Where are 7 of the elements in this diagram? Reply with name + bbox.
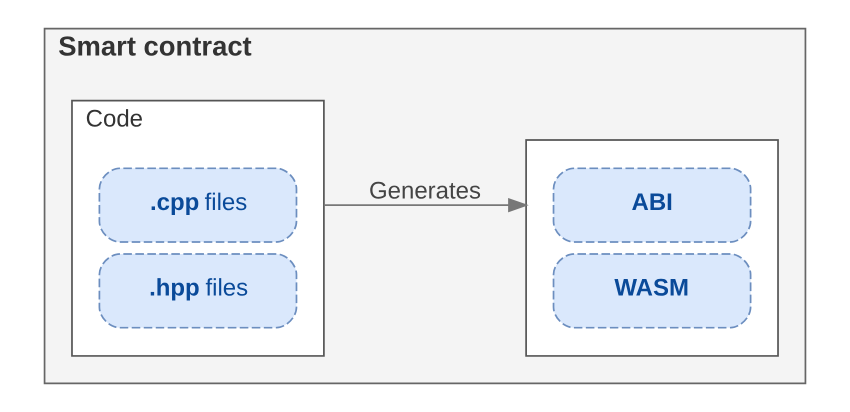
edge-label: Generates bbox=[369, 178, 481, 205]
cluster bbox=[525, 139, 779, 357]
node-box: ABI bbox=[552, 167, 752, 243]
node-box: WASM bbox=[552, 253, 752, 329]
node-box: .cpp files bbox=[98, 167, 298, 243]
node-box: .hpp files bbox=[98, 253, 298, 329]
arrow bbox=[324, 198, 529, 212]
